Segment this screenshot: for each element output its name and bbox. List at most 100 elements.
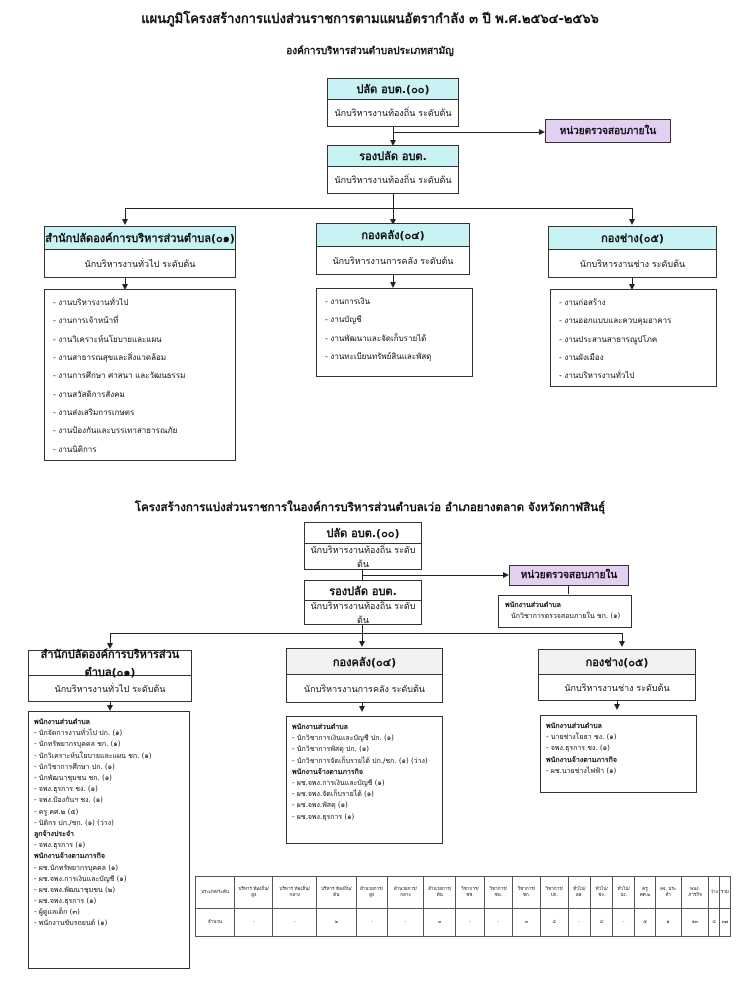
page-subtitle: องค์การบริหารส่วนตำบลประเภทสามัญ	[286, 46, 454, 57]
table-cell: ๓	[511, 908, 541, 937]
group-label: พนักงานส่วนตำบล	[546, 722, 602, 731]
table-cell: ๕	[634, 908, 656, 937]
group-label: พนักงานจ้างตามภารกิจ	[292, 767, 363, 776]
table-header: บริหาร ท้องถิ่น/ต้น	[316, 876, 357, 909]
dept-engineering: กองช่าง(๐๕) นักบริหารงานช่าง ระดับต้น	[548, 226, 717, 278]
list-item: - งานสวัสดิการสังคม	[53, 389, 125, 399]
list-item: - จพง.ธุรการ ชง. (๑)	[546, 744, 610, 753]
list-item: - ผช.จพง.การเงินและบัญชี (๑)	[292, 779, 385, 788]
table-cell: -	[567, 908, 592, 937]
table-cell: -	[455, 908, 485, 937]
table-header: ครู คศ.๒	[634, 876, 656, 909]
list-item: - งานก่อสร้าง	[559, 298, 606, 308]
dept-office-subtitle: นักบริหารงานทั่วไป ระดับต้น	[84, 259, 196, 270]
list-item: - นักพัฒนาชุมชน ชก. (๑)	[34, 774, 112, 783]
table-header: ทั่วไป/ปง.	[612, 876, 636, 909]
dept-office: สำนักปลัดองค์การบริหารส่วนตำบล(๐๑) นักบร…	[44, 226, 236, 278]
bottom-dept-engineering-subtitle: นักบริหารงานช่าง ระดับต้น	[564, 683, 670, 694]
chief-box: ปลัด อบต.(๐๐) นักบริหารงานท้องถิ่น ระดับ…	[327, 78, 459, 127]
table-header: วิชาการ/ชก.	[511, 876, 541, 909]
summary-header-row: ประเภท/ระดับ บริหาร ท้องถิ่น/สูง บริหาร …	[195, 876, 732, 909]
bottom-dept-office-title: สำนักปลัดองค์การบริหารส่วนตำบล(๐๑)	[29, 648, 191, 679]
table-cell: ๒	[316, 908, 357, 937]
list-item: - งานบริหารงานทั่วไป	[53, 298, 129, 308]
list-item: - งานวิเคราะห์นโยบายและแผน	[53, 334, 162, 344]
list-item: - นิติกร ปก./ชก. (๑) (ว่าง)	[34, 818, 114, 827]
table-header: ทั่วไป/ชง.	[590, 876, 614, 909]
table-cell: จำนวน	[195, 908, 235, 937]
group-label: พนักงานส่วนตำบล	[292, 723, 348, 732]
list-item: - จพง.ธุรการ ชง. (๑)	[34, 785, 98, 794]
table-header: บริหาร ท้องถิ่น/สูง	[233, 876, 274, 909]
table-header: ว่าง	[708, 876, 720, 909]
list-item: - นักวิชาการจัดเก็บรายได้ ปก./ชก. (๑) (ว…	[292, 756, 428, 765]
list-item: - งานพัฒนาและจัดเก็บรายได้	[325, 333, 427, 343]
bottom-dept-office-subtitle: นักบริหารงานทั่วไป ระดับต้น	[54, 684, 166, 695]
page-title: แผนภูมิโครงสร้างการแบ่งส่วนราชการตามแผนอ…	[141, 12, 599, 27]
list-item: - ผช.จพง.ธุรการ (๑)	[292, 812, 355, 821]
list-item: - งานบริหารงานทั่วไป	[559, 371, 635, 381]
table-row: จำนวน - - ๒ - - ๓ - - ๓ ๔ - ๔ - ๕ ๑ ๑๓ ๔…	[195, 908, 732, 937]
group-label: ลูกจ้างประจำ	[34, 829, 74, 838]
table-header: ประเภท/ระดับ	[195, 876, 235, 909]
chief-subtitle: นักบริหารงานท้องถิ่น ระดับต้น	[334, 109, 452, 119]
group-label: พนักงานจ้างตามภารกิจ	[34, 852, 105, 861]
list-item: - นักทรัพยากรบุคคล ชก. (๑)	[34, 740, 121, 749]
list-item: - งานส่งเสริมการเกษตร	[53, 407, 135, 417]
table-cell: ๓๗	[718, 908, 732, 937]
dept-engineering-title: กองช่าง(๐๕)	[549, 227, 716, 250]
bottom-deputy-subtitle: นักบริหารงานท้องถิ่น ระดับต้น	[310, 601, 416, 626]
dept-office-title: สำนักปลัดองค์การบริหารส่วนตำบล(๐๑)	[45, 227, 235, 250]
table-header: อำนวยการ/กลาง	[386, 876, 425, 909]
table-header: อำนวยการ/สูง	[355, 876, 388, 909]
list-item: - นักวิชาการเงินและบัญชี ปก. (๑)	[292, 734, 394, 743]
dept-engineering-tasks: - งานก่อสร้าง - งานออกแบบและควบคุมอาคาร …	[550, 289, 717, 387]
table-header: วิชาการ/ชช.	[455, 876, 485, 909]
group-label: พนักงานจ้างตามภารกิจ	[546, 755, 617, 764]
bottom-chief-box: ปลัด อบต.(๐๐) นักบริหารงานท้องถิ่น ระดับ…	[304, 522, 422, 570]
bottom-dept-office-staff: พนักงานส่วนตำบล - นักจัดการงานทั่วไป ปก.…	[28, 711, 190, 969]
bottom-dept-finance-subtitle: นักบริหารงานการคลัง ระดับต้น	[304, 684, 425, 695]
bottom-chief-subtitle: นักบริหารงานท้องถิ่น ระดับต้น	[310, 545, 416, 570]
group-label: พนักงานส่วนตำบล	[34, 718, 90, 727]
table-header: ลจ. ประ จำ	[654, 876, 682, 909]
table-cell: -	[355, 908, 388, 937]
list-item: นักวิชาการตรวจสอบภายใน ชก. (๑)	[511, 612, 621, 621]
list-item: - นักวิชาการพัสดุ ปก. (๑)	[292, 745, 370, 754]
table-cell: ๑๓	[680, 908, 710, 937]
list-item: - ครู คศ.๒ (๕)	[34, 807, 79, 816]
table-header: รวม	[718, 876, 732, 909]
bottom-dept-finance: กองคลัง(๐๔) นักบริหารงานการคลัง ระดับต้น	[286, 648, 443, 703]
list-item: - ผช.จพง.การเงินและบัญชี (๑)	[34, 874, 127, 883]
table-cell: ๓	[423, 908, 457, 937]
list-item: - จพง.ธุรการ (๑)	[34, 841, 86, 850]
table-header: ทั่วไป/อส.	[567, 876, 592, 909]
bottom-deputy-box: รองปลัด อบต. นักบริหารงานท้องถิ่น ระดับต…	[304, 580, 422, 626]
table-header: พนง. ภารกิจ	[680, 876, 710, 909]
table-cell: ๑	[654, 908, 682, 937]
dept-finance-subtitle: นักบริหารงานการคลัง ระดับต้น	[332, 256, 454, 267]
audit-staff: พนักงานส่วนตำบล นักวิชาการตรวจสอบภายใน ช…	[498, 595, 632, 628]
bottom-chief-title: ปลัด อบต.(๐๐)	[305, 523, 421, 544]
bottom-dept-office: สำนักปลัดองค์การบริหารส่วนตำบล(๐๑) นักบร…	[28, 648, 192, 702]
audit-unit: หน่วยตรวจสอบภายใน	[545, 119, 671, 143]
list-item: - นักวิชาการศึกษา ปก. (๑)	[34, 762, 115, 771]
bottom-deputy-title: รองปลัด อบต.	[305, 581, 421, 601]
list-item: - นักวิเคราะห์นโยบายและแผน ชก. (๑)	[34, 751, 152, 760]
list-item: - จพง.ป้องกันฯ ชง. (๑)	[34, 796, 103, 805]
list-item: - งานออกแบบและควบคุมอาคาร	[559, 316, 672, 326]
deputy-title: รองปลัด อบต.	[328, 146, 458, 167]
table-header: อำนวยการ/ต้น	[423, 876, 457, 909]
bottom-audit-unit: หน่วยตรวจสอบภายใน	[509, 565, 629, 586]
bottom-dept-finance-staff: พนักงานส่วนตำบล - นักวิชาการเงินและบัญชี…	[286, 716, 443, 844]
table-cell: -	[272, 908, 318, 937]
dept-engineering-subtitle: นักบริหารงานช่าง ระดับต้น	[579, 259, 686, 270]
list-item: - ผช.นักทรัพยากรบุคคล (๑)	[34, 863, 119, 872]
chief-title: ปลัด อบต.(๐๐)	[328, 79, 458, 100]
list-item: - งานสาธารณสุขและสิ่งแวดล้อม	[53, 353, 167, 363]
group-label: พนักงานส่วนตำบล	[505, 601, 561, 610]
table-header: บริหาร ท้องถิ่น/กลาง	[272, 876, 318, 909]
table-cell: ๔	[590, 908, 614, 937]
list-item: - ผช.จพง.พัสดุ (๑)	[292, 801, 348, 810]
dept-finance: กองคลัง(๐๔) นักบริหารงานการคลัง ระดับต้น	[316, 223, 470, 275]
